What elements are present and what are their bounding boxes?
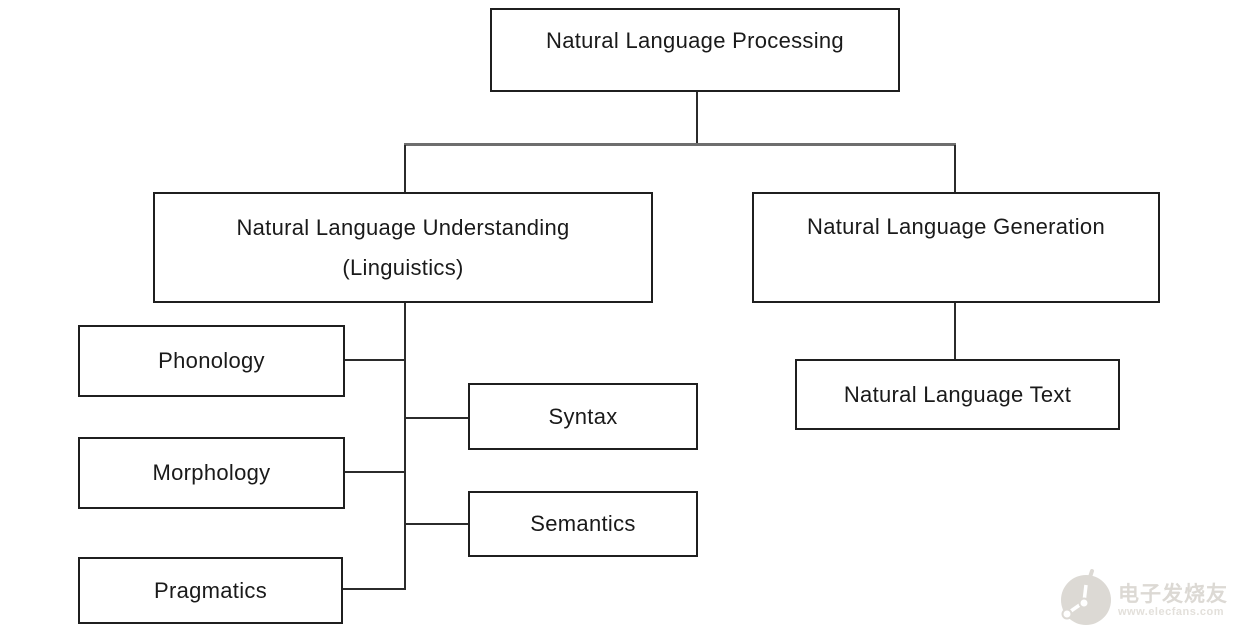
connector-semantics bbox=[405, 523, 468, 525]
connector-pragmatics bbox=[343, 588, 405, 590]
connector-nlp-to-bar bbox=[696, 92, 698, 145]
node-natural-language-generation: Natural Language Generation bbox=[752, 192, 1160, 303]
node-label: Semantics bbox=[530, 511, 636, 537]
connector-nlg-to-text bbox=[954, 303, 956, 359]
node-label: Syntax bbox=[548, 403, 618, 429]
node-phonology: Phonology bbox=[78, 325, 345, 397]
node-label: Phonology bbox=[158, 348, 265, 374]
node-label: Natural Language Understanding bbox=[236, 214, 570, 240]
node-natural-language-understanding: Natural Language Understanding (Linguist… bbox=[153, 192, 653, 303]
connector-nlu-trunk bbox=[404, 303, 406, 590]
node-natural-language-processing: Natural Language Processing bbox=[490, 8, 900, 92]
node-label: Natural Language Processing bbox=[546, 28, 844, 53]
connector-morphology bbox=[345, 471, 405, 473]
watermark-brand: 电子发烧友 bbox=[1118, 582, 1228, 606]
elecfans-logo-icon bbox=[1056, 569, 1114, 632]
node-morphology: Morphology bbox=[78, 437, 345, 509]
node-label: Morphology bbox=[152, 460, 271, 486]
watermark-url: www.elecfans.com bbox=[1118, 606, 1225, 618]
connector-phonology bbox=[345, 359, 405, 361]
node-label: Natural Language Text bbox=[843, 381, 1072, 407]
node-natural-language-text: Natural Language Text bbox=[795, 359, 1120, 430]
node-label: Natural Language Generation bbox=[807, 214, 1105, 239]
watermark: 电子发烧友 www.elecfans.com bbox=[1056, 569, 1228, 632]
connector-horizontal-bar bbox=[404, 143, 956, 146]
node-sublabel: (Linguistics) bbox=[342, 254, 464, 280]
node-pragmatics: Pragmatics bbox=[78, 557, 343, 624]
node-label: Pragmatics bbox=[153, 577, 268, 603]
node-syntax: Syntax bbox=[468, 383, 698, 450]
connector-bar-to-nlg bbox=[954, 145, 956, 192]
connector-syntax bbox=[405, 417, 468, 419]
node-semantics: Semantics bbox=[468, 491, 698, 557]
connector-bar-to-nlu bbox=[404, 145, 406, 192]
